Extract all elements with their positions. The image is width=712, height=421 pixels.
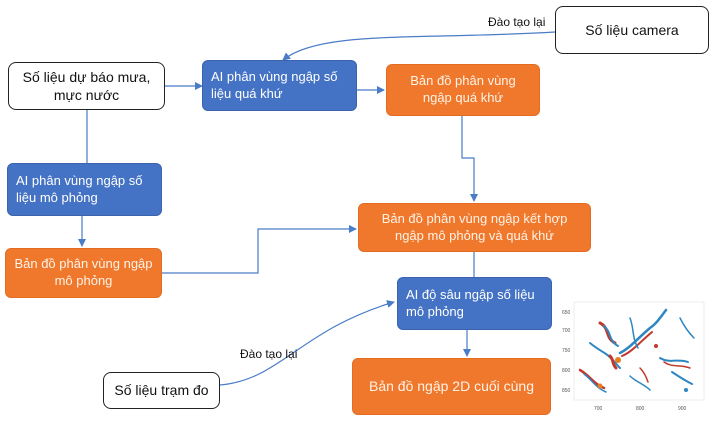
- node-ai-mo-phong: AI phân vùng ngập số liệu mô phỏng: [7, 163, 162, 216]
- map-ytick: 650: [562, 310, 571, 316]
- node-so-lieu-du-bao: Số liệu dự báo mưa, mực nước: [8, 62, 165, 110]
- node-ban-do-2d: Bản đồ ngập 2D cuối cùng: [352, 358, 551, 415]
- map-ytick: 800: [562, 368, 571, 374]
- map-ytick: 850: [562, 388, 571, 394]
- node-ban-do-qua-khu: Bản đồ phân vùng ngập quá khứ: [386, 64, 540, 116]
- edge-ban-do-mo-phong-to-ket-hop: [162, 225, 357, 274]
- flood-map-graphic: 650 700 750 800 850 700 800 900: [562, 301, 705, 412]
- map-xtick: 900: [678, 406, 687, 412]
- node-ban-do-ket-hop: Bản đồ phân vùng ngập kết hợp ngập mô ph…: [358, 203, 591, 252]
- map-ytick: 750: [562, 348, 571, 354]
- node-ai-qua-khu: AI phân vùng ngập số liệu quá khứ: [202, 60, 357, 111]
- flood-map-thumbnail: 650 700 750 800 850 700 800 900: [560, 298, 708, 416]
- map-xtick: 800: [636, 406, 645, 412]
- node-so-lieu-camera: Số liệu camera: [555, 6, 709, 54]
- node-ai-do-sau: AI độ sâu ngập số liệu mô phỏng: [397, 277, 552, 330]
- edge-label-retrain-station: Đào tạo lại: [240, 347, 298, 361]
- edge-camera-to-ai-qua-khu: [282, 31, 556, 61]
- edge-ban-do-qua-khu-to-ket-hop: [461, 116, 478, 202]
- edge-tram-do-to-ai-do-sau: [219, 300, 395, 386]
- flood-patches: [578, 308, 695, 393]
- edge-label-retrain-camera: Đào tạo lại: [488, 15, 546, 29]
- node-ban-do-mo-phong: Bản đồ phân vùng ngập mô phỏng: [5, 248, 162, 298]
- node-so-lieu-tram-do: Số liệu trạm đo: [103, 372, 220, 409]
- map-xtick: 700: [594, 406, 603, 412]
- map-ytick: 700: [562, 328, 571, 334]
